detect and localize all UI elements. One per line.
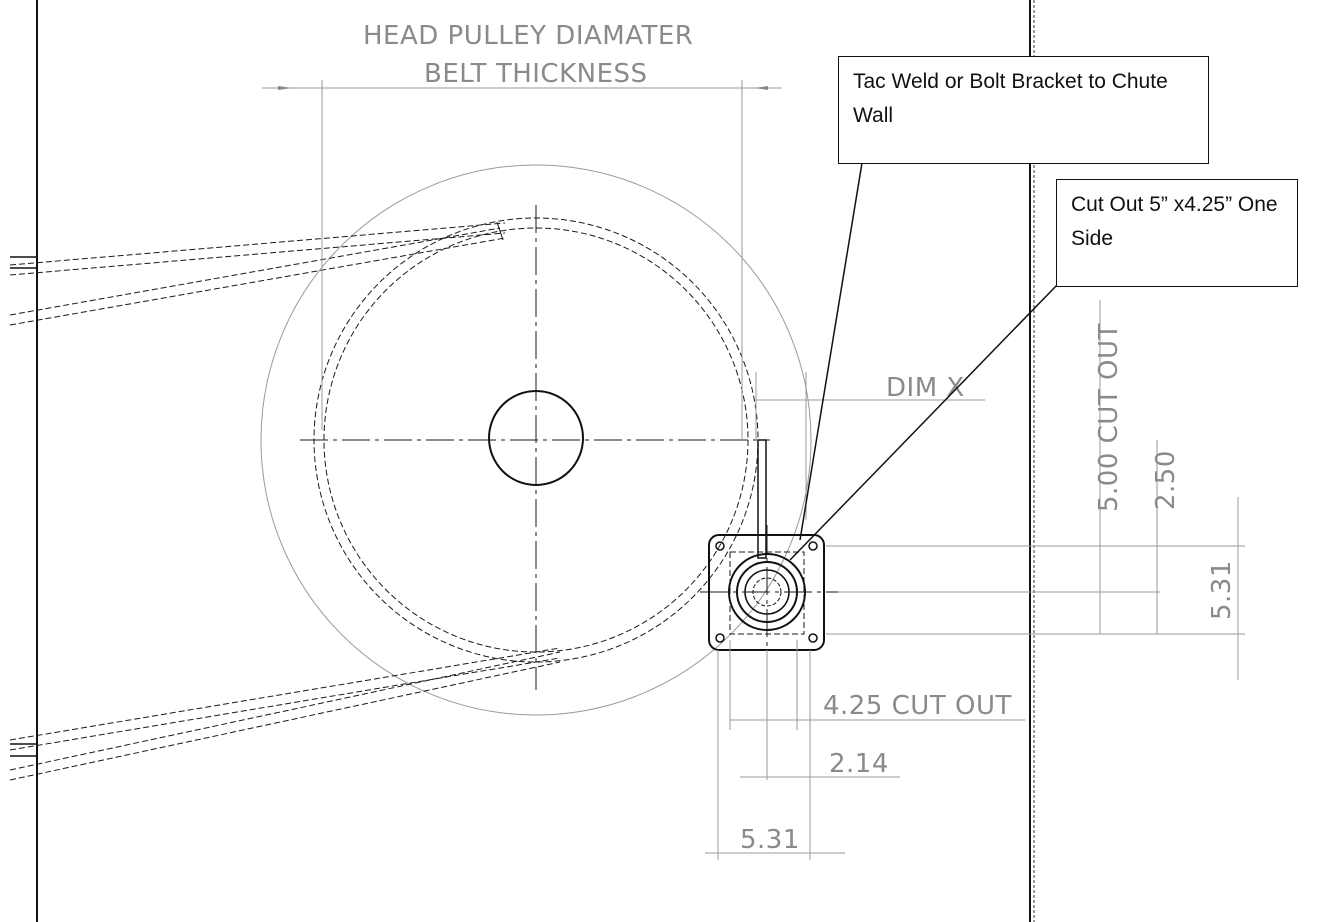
head-pulley-label-line2: BELT THICKNESS — [424, 59, 648, 89]
cut-out-leader — [789, 283, 1059, 561]
vertical-2-50-label: 2.50 — [1151, 450, 1181, 510]
bracket-assembly — [700, 439, 840, 690]
cut-out-4-25-label: 4.25 CUT OUT — [823, 691, 1012, 721]
cut-out-callout: Cut Out 5” x4.25” One Side — [1056, 179, 1298, 287]
head-pulley-label-line1: HEAD PULLEY DIAMATER — [363, 21, 693, 51]
vertical-5-31-label: 5.31 — [1207, 560, 1237, 620]
tac-weld-callout-text: Tac Weld or Bolt Bracket to Chute Wall — [853, 70, 1168, 127]
head-pulley-outer-circle — [260, 164, 812, 716]
belt-lower — [9, 647, 561, 781]
belt-upper — [9, 221, 506, 326]
head-pulley-dimension — [262, 80, 782, 440]
tac-weld-leader — [799, 162, 863, 541]
tac-weld-callout: Tac Weld or Bolt Bracket to Chute Wall — [838, 56, 1209, 164]
vertical-dimensions — [826, 300, 1245, 680]
dim-x-dimension — [755, 372, 985, 520]
horizontal-dimensions — [705, 640, 1025, 860]
dim-x-label: DIM X — [886, 373, 965, 403]
cut-out-callout-text: Cut Out 5” x4.25” One Side — [1071, 193, 1278, 250]
horizontal-5-31-label: 5.31 — [740, 825, 800, 855]
horizontal-2-14-label: 2.14 — [829, 749, 889, 779]
cut-out-5-label: 5.00 CUT OUT — [1094, 323, 1124, 512]
